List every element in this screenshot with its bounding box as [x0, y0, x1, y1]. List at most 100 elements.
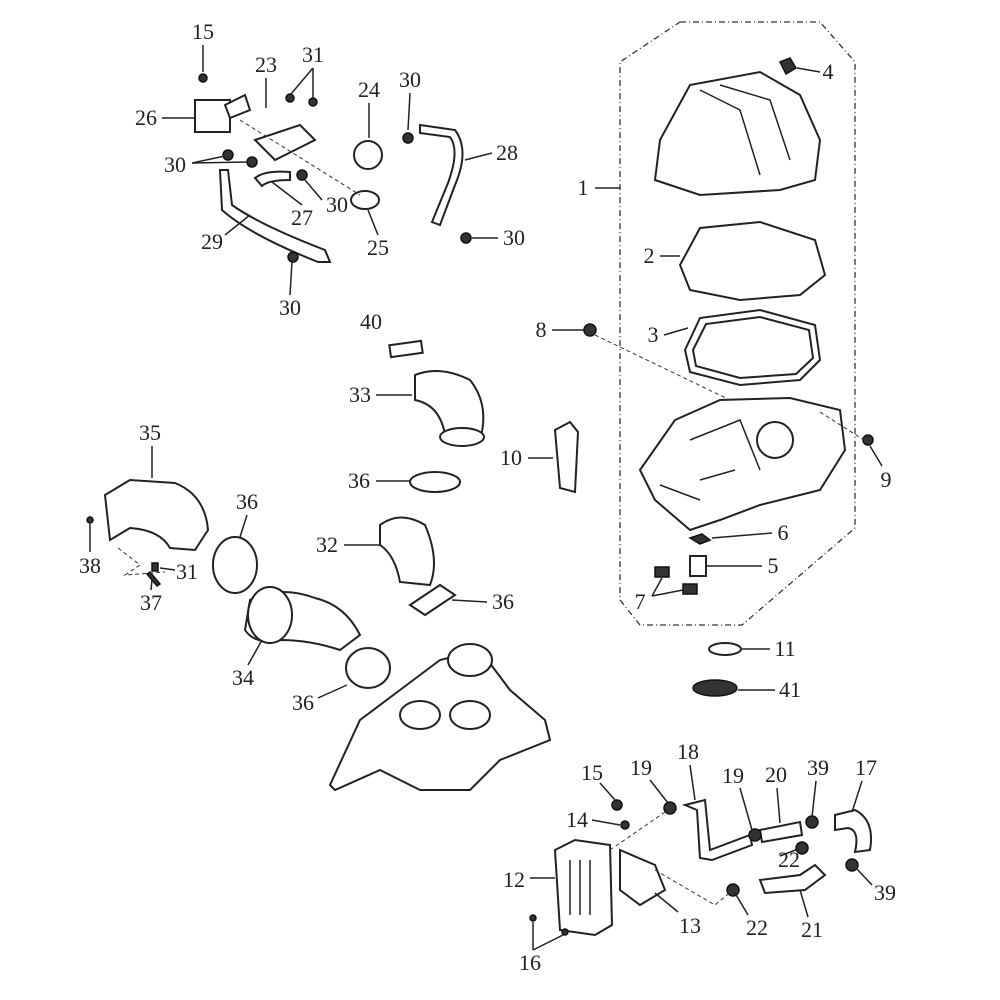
part-label-36: 36 [492, 589, 514, 614]
part-label-27: 27 [291, 205, 313, 230]
part-5 [689, 555, 707, 577]
leader-line-17 [851, 780, 863, 813]
clamp-36a [409, 471, 461, 493]
rubber-elbow-32 [379, 516, 435, 587]
leader-line-15 [599, 782, 616, 801]
leader-line-28 [464, 152, 493, 161]
leader-line-31 [159, 567, 176, 571]
oil-cooler-12 [553, 838, 614, 937]
part-label-8: 8 [535, 317, 547, 342]
part-label-30: 30 [503, 225, 525, 250]
hose-18 [681, 798, 754, 862]
leader-line-9 [869, 445, 883, 467]
filter-25 [350, 190, 380, 210]
bracket-23 [253, 123, 317, 162]
part-label-18: 18 [677, 739, 699, 764]
part-label-15: 15 [192, 19, 214, 44]
part-label-26: 26 [135, 105, 157, 130]
label-40 [388, 339, 424, 359]
leader-line-30 [191, 155, 226, 164]
clamp-41 [692, 679, 738, 697]
clamp-36c [212, 536, 258, 594]
pipe-20 [758, 820, 804, 844]
part-label-17: 17 [855, 755, 877, 780]
air-filter [678, 220, 827, 302]
airbox-cover [653, 70, 822, 197]
part-label-36: 36 [348, 468, 370, 493]
part-label-28: 28 [496, 140, 518, 165]
leader-line-27 [271, 181, 303, 206]
part-label-37: 37 [140, 590, 162, 615]
part-label-3: 3 [647, 322, 659, 347]
leader-line-19 [649, 779, 669, 804]
leader-line-7 [651, 589, 684, 597]
part-label-25: 25 [367, 235, 389, 260]
part-label-30: 30 [279, 295, 301, 320]
part-label-36: 36 [292, 690, 314, 715]
leader-line-37 [150, 579, 153, 591]
rubber-elbow-33 [414, 370, 485, 442]
leader-line-6 [711, 532, 773, 539]
valve-24 [353, 140, 383, 170]
clamp-36d [345, 647, 391, 689]
part-label-30: 30 [164, 152, 186, 177]
hose-28 [419, 123, 464, 227]
leader-line-30 [407, 92, 411, 131]
part-label-30: 30 [399, 67, 421, 92]
leader-line-7 [651, 577, 663, 597]
hose-17 [834, 808, 872, 854]
engine-housing [328, 648, 552, 792]
part-label-35: 35 [139, 420, 161, 445]
leader-line-22 [734, 892, 749, 916]
part-label-38: 38 [79, 553, 101, 578]
part-label-12: 12 [503, 867, 525, 892]
leader-line-34 [247, 639, 263, 666]
leader-line-30 [304, 179, 323, 201]
part-label-1: 1 [577, 175, 589, 200]
part-label-29: 29 [201, 229, 223, 254]
part-label-6: 6 [777, 520, 789, 545]
leader-line-36 [317, 684, 348, 699]
part-label-10: 10 [500, 445, 522, 470]
bracket-10 [553, 420, 580, 494]
part-label-13: 13 [679, 913, 701, 938]
leader-line-13 [654, 892, 679, 913]
part-label-39: 39 [807, 755, 829, 780]
part-label-39: 39 [874, 880, 896, 905]
part-label-2: 2 [643, 243, 655, 268]
part-label-24: 24 [358, 77, 380, 102]
part-label-5: 5 [767, 553, 779, 578]
leader-line-31 [290, 67, 314, 95]
hose-21 [758, 863, 827, 895]
leader-line-18 [689, 764, 696, 801]
leader-line-39 [811, 780, 817, 818]
leader-line-3 [663, 327, 689, 336]
part-label-41: 41 [779, 677, 801, 702]
leader-line-14 [591, 819, 621, 826]
hose-27 [253, 170, 291, 188]
leader-line-36 [239, 514, 248, 538]
bracket-13 [619, 848, 667, 907]
part-label-31: 31 [302, 42, 324, 67]
leader-line-25 [367, 209, 379, 236]
leader-line-36 [451, 599, 488, 603]
leader-line-16 [532, 934, 564, 951]
clamp-11 [708, 642, 742, 656]
part-label-31: 31 [176, 559, 198, 584]
part-label-30: 30 [326, 192, 348, 217]
part-label-19: 19 [630, 755, 652, 780]
part-label-23: 23 [255, 52, 277, 77]
leader-line-20 [776, 787, 781, 824]
part-label-19: 19 [722, 763, 744, 788]
part-label-15: 15 [581, 760, 603, 785]
leader-line-39 [855, 867, 873, 886]
leader-line-22 [779, 848, 799, 857]
part-label-32: 32 [316, 532, 338, 557]
part-label-7: 7 [634, 589, 646, 614]
part-label-22: 22 [746, 915, 768, 940]
part-label-9: 9 [880, 467, 892, 492]
airbox-base [638, 396, 847, 532]
hose-29 [218, 169, 332, 263]
